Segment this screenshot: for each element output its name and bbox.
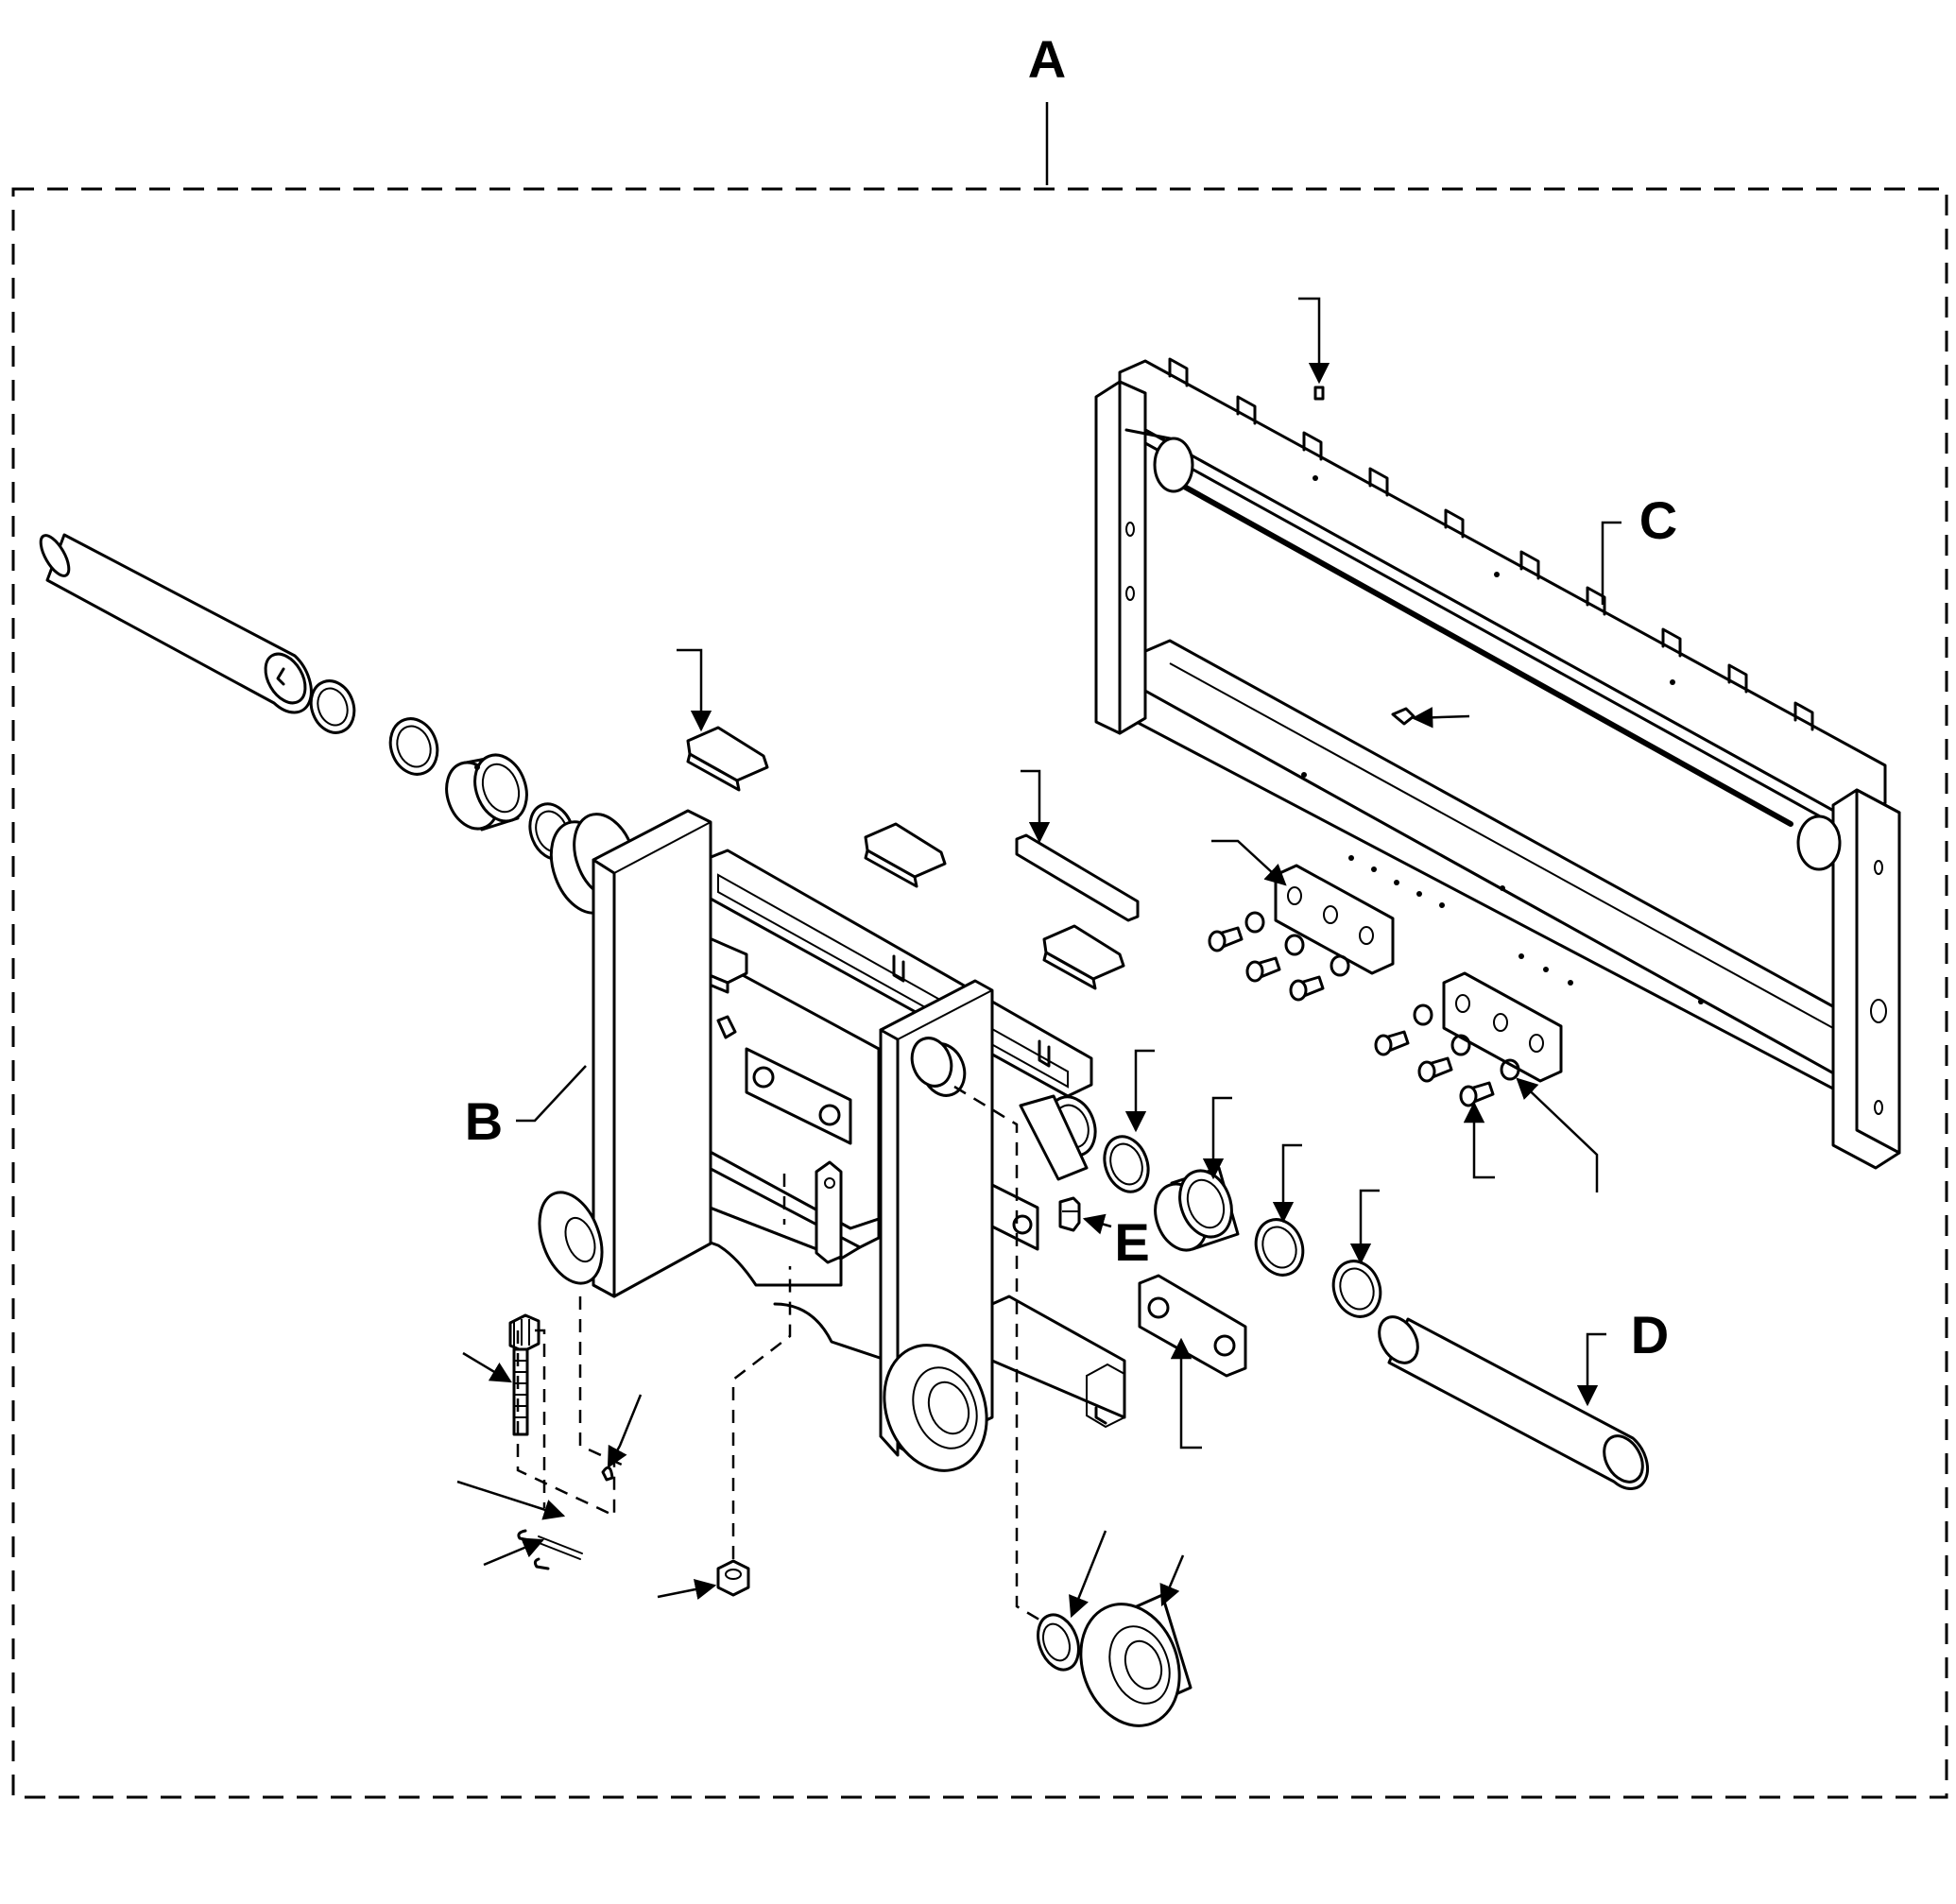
upper-rings: [309, 679, 575, 861]
callout-d-label: D: [1631, 1305, 1669, 1364]
cotter-pins: [517, 1466, 614, 1570]
callout-c-label: C: [1639, 490, 1677, 550]
hitch-bolt: [508, 1313, 540, 1436]
mounting-plate-upper: [1208, 864, 1395, 1002]
lower-rings: [1103, 1135, 1382, 1318]
upper-pivot-pin: [39, 533, 313, 714]
hex-nut: [716, 1559, 750, 1597]
callout-d-leader: [1576, 1332, 1606, 1407]
wear-pads: [686, 726, 1140, 990]
callout-e-label: E: [1114, 1212, 1149, 1272]
loose-roller: [1079, 1593, 1192, 1727]
lower-pin-part-d: [1378, 1315, 1650, 1491]
assembly-boundary: [11, 187, 1948, 1799]
callout-b-leader: [516, 1065, 587, 1123]
callout-a-label: A: [1028, 29, 1066, 89]
loose-seal: [1037, 1613, 1080, 1672]
callout-b-label: B: [465, 1091, 503, 1151]
callout-c-leader: [1601, 521, 1621, 605]
lower-bolt-plate: [1138, 1274, 1247, 1378]
grease-fitting-part-e: [1058, 1196, 1081, 1232]
assembly-lines: [516, 1085, 1050, 1627]
mounting-plate-lower: [1374, 971, 1563, 1107]
rear-frame-part-c: [1094, 357, 1901, 1170]
carriage-body-part-b: [538, 809, 1126, 1472]
callout-e-leader: [1082, 1213, 1112, 1235]
